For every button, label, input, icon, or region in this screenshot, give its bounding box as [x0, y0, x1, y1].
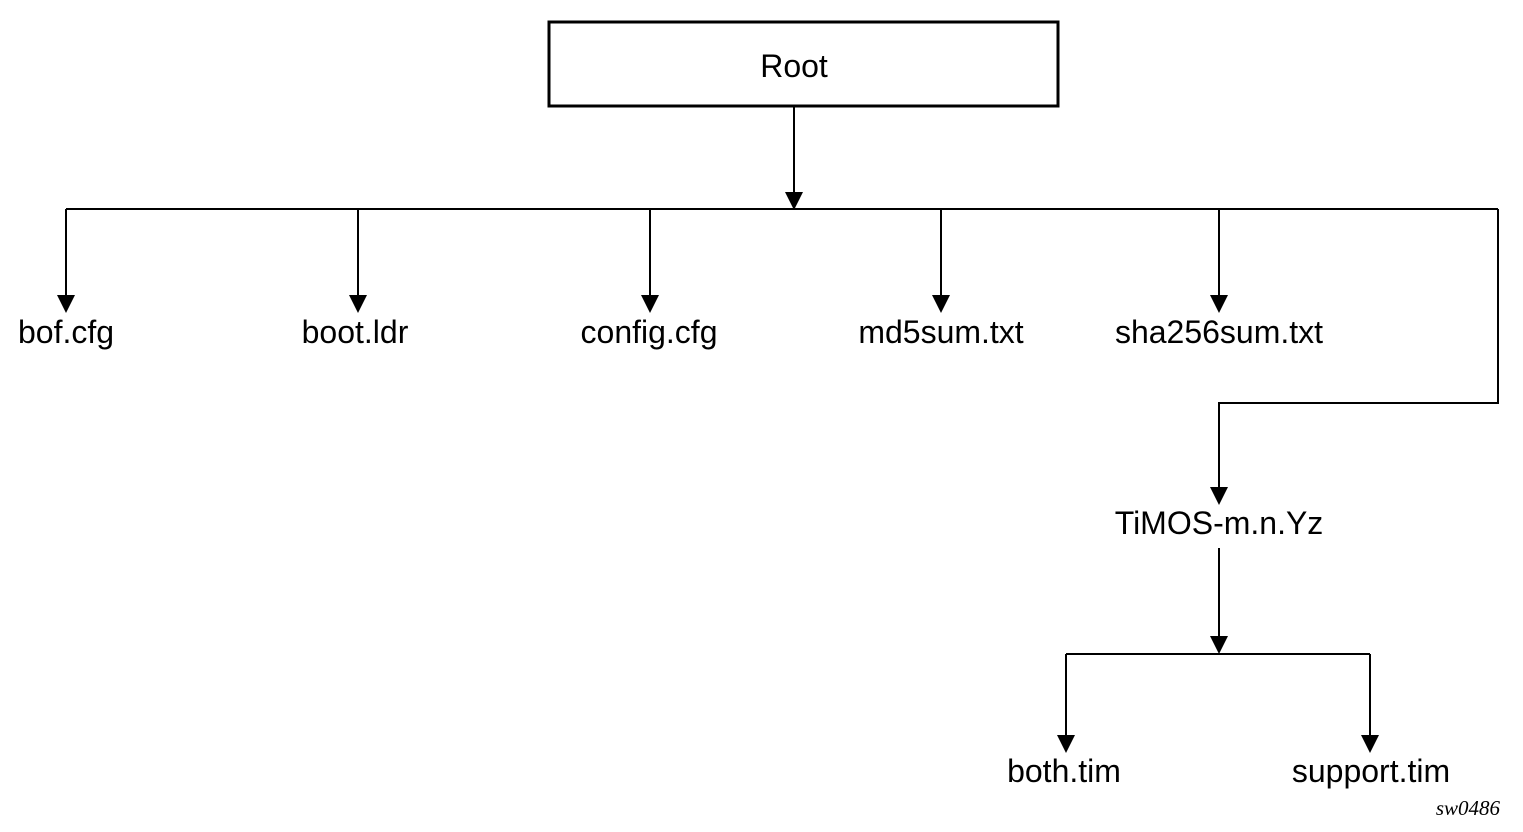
arrowhead [1361, 735, 1379, 753]
arrowhead [641, 295, 659, 313]
root-box [547, 20, 1060, 108]
branch-bof-cfg: bof.cfg [18, 209, 114, 350]
branch-both-tim: both.tim [1007, 654, 1121, 789]
root-arrowhead [785, 192, 803, 210]
file-md5sum-txt: md5sum.txt [858, 314, 1023, 350]
arrowhead [1210, 487, 1228, 505]
figure-id: sw0486 [1436, 796, 1501, 820]
arrowhead [349, 295, 367, 313]
arrowhead [1057, 735, 1075, 753]
file-sha256sum-txt: sha256sum.txt [1115, 314, 1323, 350]
branch-support-tim: support.tim [1292, 654, 1450, 789]
file-bof-cfg: bof.cfg [18, 314, 114, 350]
branch-sha256sum-txt: sha256sum.txt [1115, 209, 1323, 350]
root-node: Root [547, 20, 1060, 108]
branch-config-cfg: config.cfg [581, 209, 718, 350]
arrowhead [932, 295, 950, 313]
branch-boot-ldr: boot.ldr [302, 209, 409, 350]
arrowhead [1210, 295, 1228, 313]
arrowhead [57, 295, 75, 313]
file-boot-ldr: boot.ldr [302, 314, 409, 350]
file-config-cfg: config.cfg [581, 314, 718, 350]
folder-arrowhead [1210, 636, 1228, 654]
branch-timos-folder: TiMOS-m.n.Yz [1115, 209, 1499, 541]
branch-md5sum-txt: md5sum.txt [858, 209, 1024, 350]
folder-timos: TiMOS-m.n.Yz [1115, 505, 1324, 541]
file-both-tim: both.tim [1007, 753, 1121, 789]
file-support-tim: support.tim [1292, 753, 1450, 789]
elbow-connector [1218, 209, 1499, 488]
root-label: Root [760, 48, 828, 84]
